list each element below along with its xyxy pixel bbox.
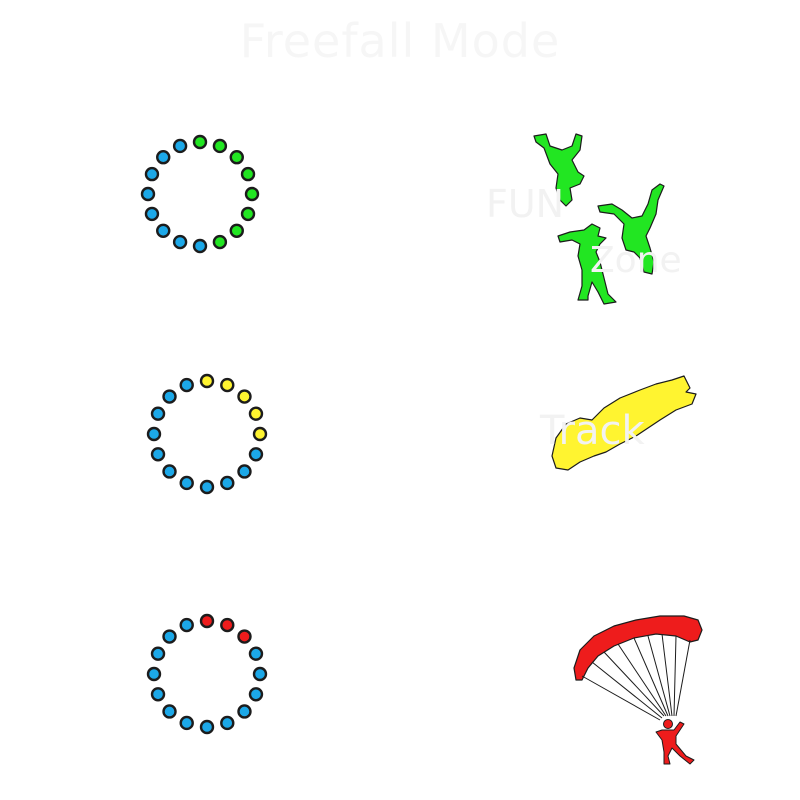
ring-dot-active xyxy=(192,134,208,150)
ring-dot-active xyxy=(240,206,256,222)
ring-dot xyxy=(172,234,188,250)
ring-dot xyxy=(150,687,166,702)
ring-dot xyxy=(156,223,171,238)
ring-dot xyxy=(162,464,177,479)
ring-dot xyxy=(237,704,252,719)
ring-dot xyxy=(172,138,188,154)
ring-dot-active xyxy=(244,186,260,202)
ring-dot xyxy=(140,186,156,202)
ring-dot xyxy=(150,447,166,462)
ring-dot xyxy=(199,479,215,495)
ring-dot xyxy=(162,389,177,404)
ring-dot xyxy=(199,719,215,735)
ring-dot xyxy=(179,617,194,633)
ring-dot xyxy=(179,475,194,491)
ring-dot-active xyxy=(229,150,244,165)
ring-dot-active xyxy=(240,166,256,182)
ring-dot-active xyxy=(252,426,268,442)
ring-dot xyxy=(146,666,162,682)
ring-dot xyxy=(220,715,235,731)
ring-dot xyxy=(248,447,264,462)
ring-dot xyxy=(252,666,268,682)
ring-dot xyxy=(237,464,252,479)
ring-dot xyxy=(179,377,194,393)
ring-dot-active xyxy=(220,617,235,633)
ring-dot xyxy=(162,629,177,644)
ring-dot-active xyxy=(220,377,235,393)
ring-dot-active xyxy=(199,373,215,389)
page-title: Freefall Mode xyxy=(239,14,561,68)
ring-dot-active xyxy=(229,223,244,238)
ring-dot xyxy=(162,704,177,719)
ring-dot xyxy=(248,687,264,702)
ring-dot xyxy=(220,475,235,491)
ring-dot xyxy=(150,646,166,661)
ring-dot-active xyxy=(212,234,228,250)
ring-dot xyxy=(146,426,162,442)
ring-dot-active xyxy=(237,389,252,404)
ring-dot xyxy=(144,206,160,222)
ring-dot-active xyxy=(199,613,215,629)
ring-dot xyxy=(156,150,171,165)
ring-dot xyxy=(192,238,208,254)
ring-dot xyxy=(179,715,194,731)
ring-dot xyxy=(150,406,166,421)
ring-dot-active xyxy=(237,629,252,644)
ring-dot xyxy=(248,646,264,661)
ring-dot xyxy=(144,166,160,182)
ring-dot-active xyxy=(248,406,264,421)
ring-dot-active xyxy=(212,138,228,154)
